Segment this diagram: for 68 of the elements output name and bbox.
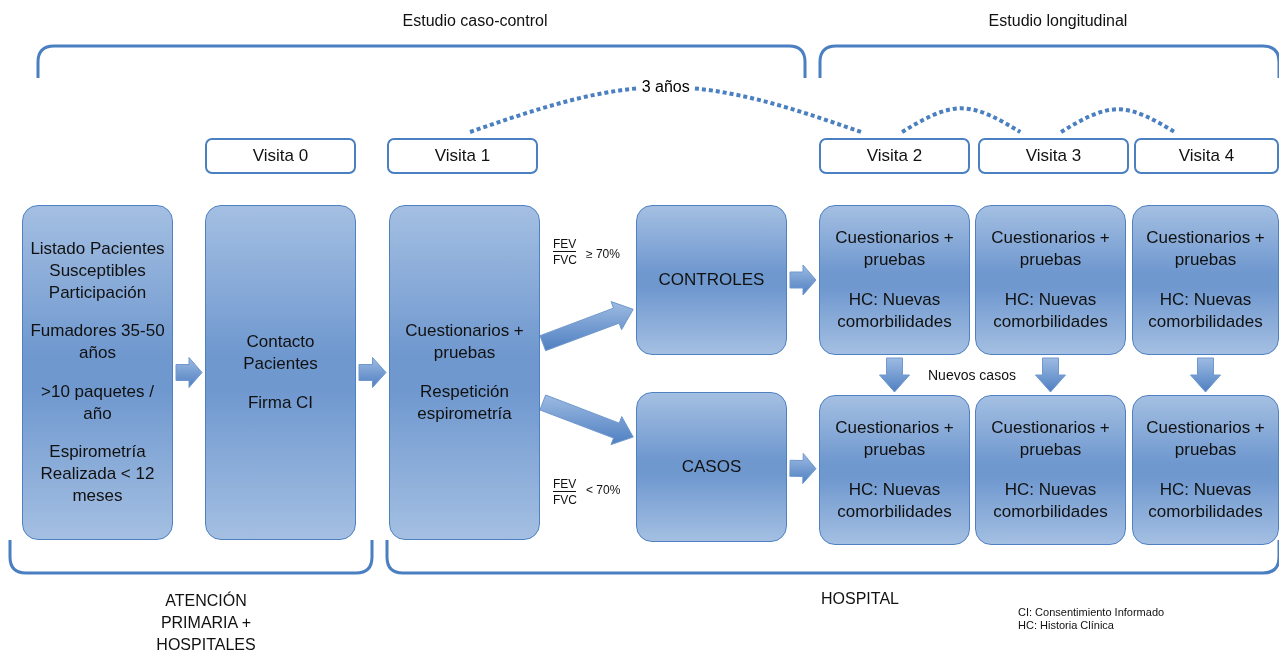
process-box xyxy=(1132,395,1279,545)
node-text: Fumadores 35-50 años xyxy=(29,320,166,365)
visit-tab xyxy=(1134,138,1279,174)
process-box xyxy=(389,205,540,540)
group-label: ATENCIÓN PRIMARIA + HOSPITALES xyxy=(155,590,257,650)
footnote: CI: Consentimiento Informado xyxy=(1018,606,1165,618)
node-text: Listado Pacientes Susceptibles Participación xyxy=(29,238,166,305)
dotted-connector xyxy=(1060,107,1176,134)
process-box xyxy=(22,205,173,540)
node-text: HC: Nuevas comorbilidades xyxy=(836,479,953,524)
fraction-denominator: FVC xyxy=(553,253,577,267)
process-box xyxy=(1132,205,1279,355)
node-text: Cuestionarios + pruebas xyxy=(834,226,955,271)
node-text: Visita 2 xyxy=(866,146,923,166)
dotted-connector xyxy=(469,85,862,134)
annotation: Nuevos casos xyxy=(928,367,1016,383)
fraction-numerator: FEV xyxy=(553,477,577,492)
block-arrow xyxy=(879,357,910,393)
node-text: Respetición espirometría xyxy=(416,380,513,425)
process-box xyxy=(819,205,970,355)
block-arrow xyxy=(358,357,387,388)
visit-tab xyxy=(205,138,356,174)
node-text: Cuestionarios + pruebas xyxy=(1145,416,1266,461)
block-arrow xyxy=(1190,357,1221,393)
node-text: Cuestionarios + pruebas xyxy=(834,416,955,461)
node-text: Contacto Pacientes xyxy=(242,331,319,376)
node-text: CONTROLES xyxy=(658,268,765,291)
block-arrow xyxy=(1035,357,1066,393)
process-box xyxy=(636,392,787,542)
process-box xyxy=(636,205,787,355)
node-text: CASOS xyxy=(681,455,742,478)
visit-tab xyxy=(819,138,970,174)
footnote: HC: Historia Clínica xyxy=(1018,619,1114,631)
node-text: Visita 3 xyxy=(1025,146,1082,166)
dotted-connector xyxy=(901,106,1022,134)
visit-tab xyxy=(978,138,1129,174)
process-box xyxy=(975,395,1126,545)
process-box xyxy=(205,205,356,540)
node-text: HC: Nuevas comorbilidades xyxy=(1147,289,1264,334)
group-label: < 70% xyxy=(586,483,621,497)
visit-tab xyxy=(387,138,538,174)
process-box xyxy=(975,205,1126,355)
group-label: HOSPITAL xyxy=(821,590,899,608)
node-text: HC: Nuevas comorbilidades xyxy=(992,289,1109,334)
node-text: >10 paquetes / año xyxy=(40,380,155,425)
section-heading: Estudio caso-control xyxy=(402,12,548,30)
node-text: Cuestionarios + pruebas xyxy=(1145,226,1266,271)
node-text: Visita 4 xyxy=(1178,146,1235,166)
node-text: HC: Nuevas comorbilidades xyxy=(1147,479,1264,524)
block-arrow xyxy=(789,264,817,296)
block-arrow xyxy=(789,453,817,484)
node-text: Visita 0 xyxy=(252,146,309,166)
section-heading: Estudio longitudinal xyxy=(988,12,1128,30)
process-box xyxy=(819,395,970,545)
node-text: Firma CI xyxy=(247,391,314,414)
node-text: HC: Nuevas comorbilidades xyxy=(836,289,953,334)
node-text: Espirometría Realizada < 12 meses xyxy=(39,440,156,507)
fraction-numerator: FEV xyxy=(553,237,577,252)
node-text: Cuestionarios + pruebas xyxy=(990,226,1111,271)
node-text: Cuestionarios + pruebas xyxy=(404,320,525,365)
threshold-label: ≥ 70% xyxy=(586,247,620,261)
block-arrow xyxy=(539,394,634,446)
block-arrow xyxy=(175,357,203,388)
node-text: HC: Nuevas comorbilidades xyxy=(992,479,1109,524)
block-arrow xyxy=(539,301,634,352)
node-text: Cuestionarios + pruebas xyxy=(990,416,1111,461)
fraction-denominator: FVC xyxy=(553,493,577,507)
node-text: Visita 1 xyxy=(434,146,491,166)
